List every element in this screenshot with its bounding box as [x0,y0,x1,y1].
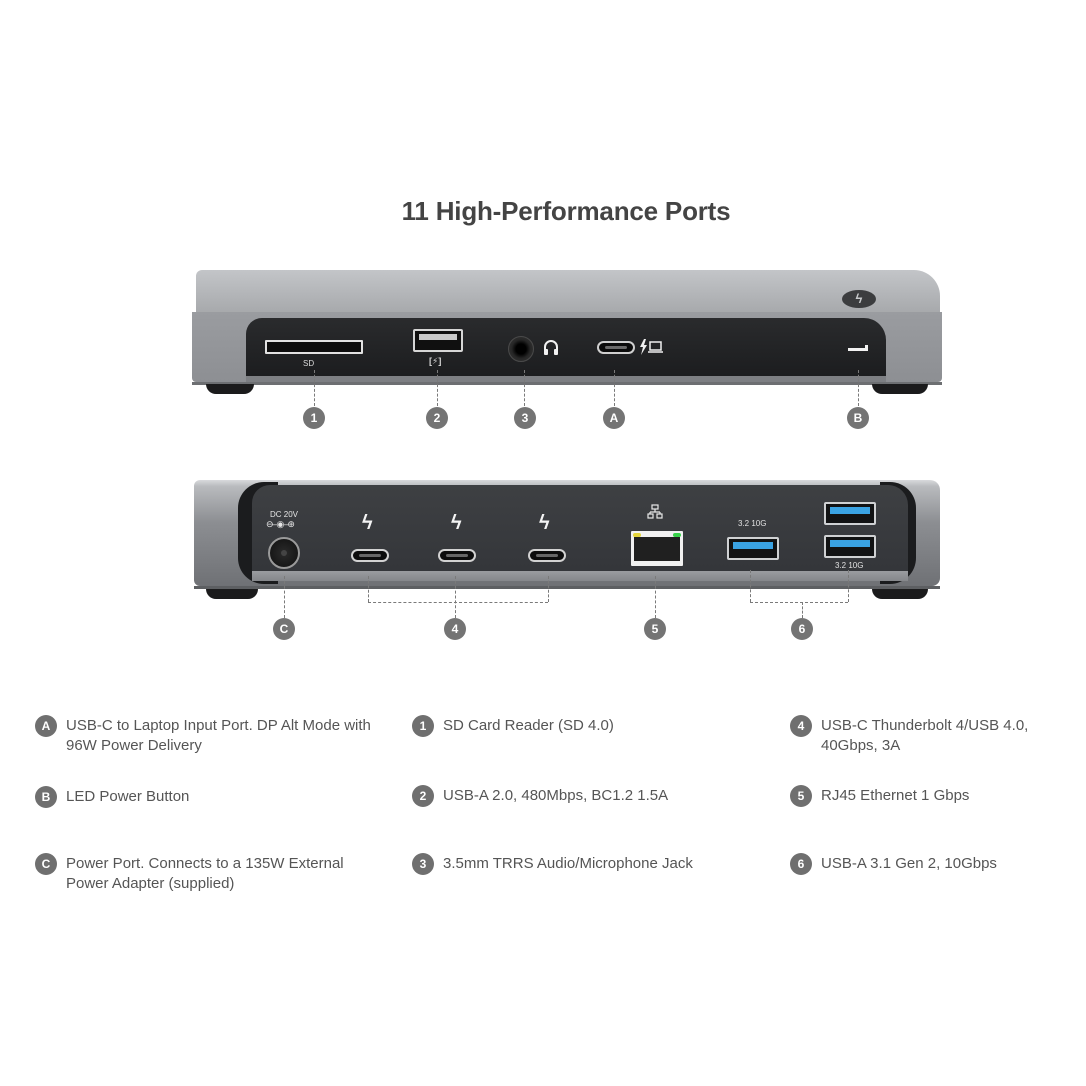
rear-strip [252,571,908,581]
dc-voltage-label: DC 20V [270,510,299,519]
dock-foot-right [872,384,928,394]
marker-2: 2 [426,407,448,429]
legend-badge-1: 1 [412,715,434,737]
callout-line-b [858,370,859,406]
thunderbolt-usb-c-port-3 [528,549,566,562]
legend-badge-b: B [35,786,57,808]
legend-text-6: USB-A 3.1 Gen 2, 10Gbps [821,855,997,872]
legend-item-c: C Power Port. Connects to a 135W Externa… [35,853,380,894]
legend-item-1: 1 SD Card Reader (SD 4.0) [412,715,772,737]
led-power-button [848,345,868,351]
usb-a-3-port-2 [824,502,876,525]
callout-line-5 [655,576,656,618]
marker-a: A [603,407,625,429]
charging-battery-icon: [⚡] [429,356,442,366]
headphone-icon [543,339,559,362]
thunderbolt-icon-2: ϟ [451,512,462,534]
callout-line-1 [314,370,315,406]
legend-item-4: 4 USB-C Thunderbolt 4/USB 4.0, 40Gbps, 3… [790,715,1060,756]
legend-text-a: USB-C to Laptop Input Port. DP Alt Mode … [66,717,371,754]
callout-bracket-4 [368,602,548,603]
page-title: 11 High-Performance Ports [401,196,731,226]
callout-line-6c [802,602,803,618]
thunderbolt-icon-3: ϟ [539,512,550,534]
dock-top-surface [196,270,940,314]
callout-line-c [284,576,285,618]
network-icon [647,504,663,523]
dock-foot-left [206,384,254,394]
callout-line-6a [750,570,751,602]
legend-text-3: 3.5mm TRRS Audio/Microphone Jack [443,855,693,872]
legend-text-5: RJ45 Ethernet 1 Gbps [821,787,970,804]
legend-badge-5: 5 [790,785,812,807]
legend-item-5: 5 RJ45 Ethernet 1 Gbps [790,785,1060,807]
legend-item-6: 6 USB-A 3.1 Gen 2, 10Gbps [790,853,1060,875]
rj45-ethernet-port [631,531,683,566]
legend-text-4: USB-C Thunderbolt 4/USB 4.0, 40Gbps, 3A [821,717,1029,754]
dc-power-jack [268,537,300,569]
audio-jack [508,336,534,362]
usb-a-2-port [413,329,463,352]
callout-line-4a [368,576,369,602]
callout-line-6b [848,570,849,602]
thunderbolt-usb-c-port-2 [438,549,476,562]
legend-item-b: B LED Power Button [35,786,380,808]
ethernet-led-link [673,533,681,537]
legend-text-1: SD Card Reader (SD 4.0) [443,717,614,734]
legend-text-c: Power Port. Connects to a 135W External … [66,855,344,892]
callout-line-2 [437,370,438,406]
legend-text-b: LED Power Button [66,788,190,805]
legend-item-3: 3 3.5mm TRRS Audio/Microphone Jack [412,853,772,875]
marker-5: 5 [644,618,666,640]
usb-a-3-port-3 [824,535,876,558]
marker-4: 4 [444,618,466,640]
ethernet-led-activity [633,533,641,537]
legend-badge-c: C [35,853,57,875]
legend-item-a: A USB-C to Laptop Input Port. DP Alt Mod… [35,715,380,756]
thunderbolt-laptop-icon [638,338,664,360]
usb-c-laptop-input-port [597,341,635,354]
usb-speed-label-bottom: 3.2 10G [835,561,864,570]
legend-badge-4: 4 [790,715,812,737]
legend-text-2: USB-A 2.0, 480Mbps, BC1.2 1.5A [443,787,669,804]
sd-card-slot [265,340,363,354]
legend-badge-3: 3 [412,853,434,875]
marker-1: 1 [303,407,325,429]
rear-foot-right [872,589,928,599]
marker-b: B [847,407,869,429]
usb-a-3-port-1 [727,537,779,560]
callout-line-a [614,370,615,406]
thunderbolt-icon-1: ϟ [362,512,373,534]
usb-speed-label-top: 3.2 10G [738,519,767,528]
marker-3: 3 [514,407,536,429]
thunderbolt-usb-c-port-1 [351,549,389,562]
rear-port-panel [252,485,908,571]
callout-line-4b [455,576,456,618]
thunderbolt-logo-icon: ϟ [842,290,876,308]
legend-badge-a: A [35,715,57,737]
legend-item-2: 2 USB-A 2.0, 480Mbps, BC1.2 1.5A [412,785,772,807]
callout-line-3 [524,370,525,406]
rear-base-line [194,586,940,589]
rj45-socket [634,537,680,561]
callout-line-4c [548,576,549,602]
marker-c: C [273,618,295,640]
front-base-line [192,382,942,385]
legend-badge-2: 2 [412,785,434,807]
sd-label: SD [303,359,315,368]
rear-foot-left [206,589,258,599]
callout-bracket-6 [750,602,848,603]
marker-6: 6 [791,618,813,640]
legend-badge-6: 6 [790,853,812,875]
dc-polarity-icon: ⊖–◉–⊕ [266,519,295,529]
